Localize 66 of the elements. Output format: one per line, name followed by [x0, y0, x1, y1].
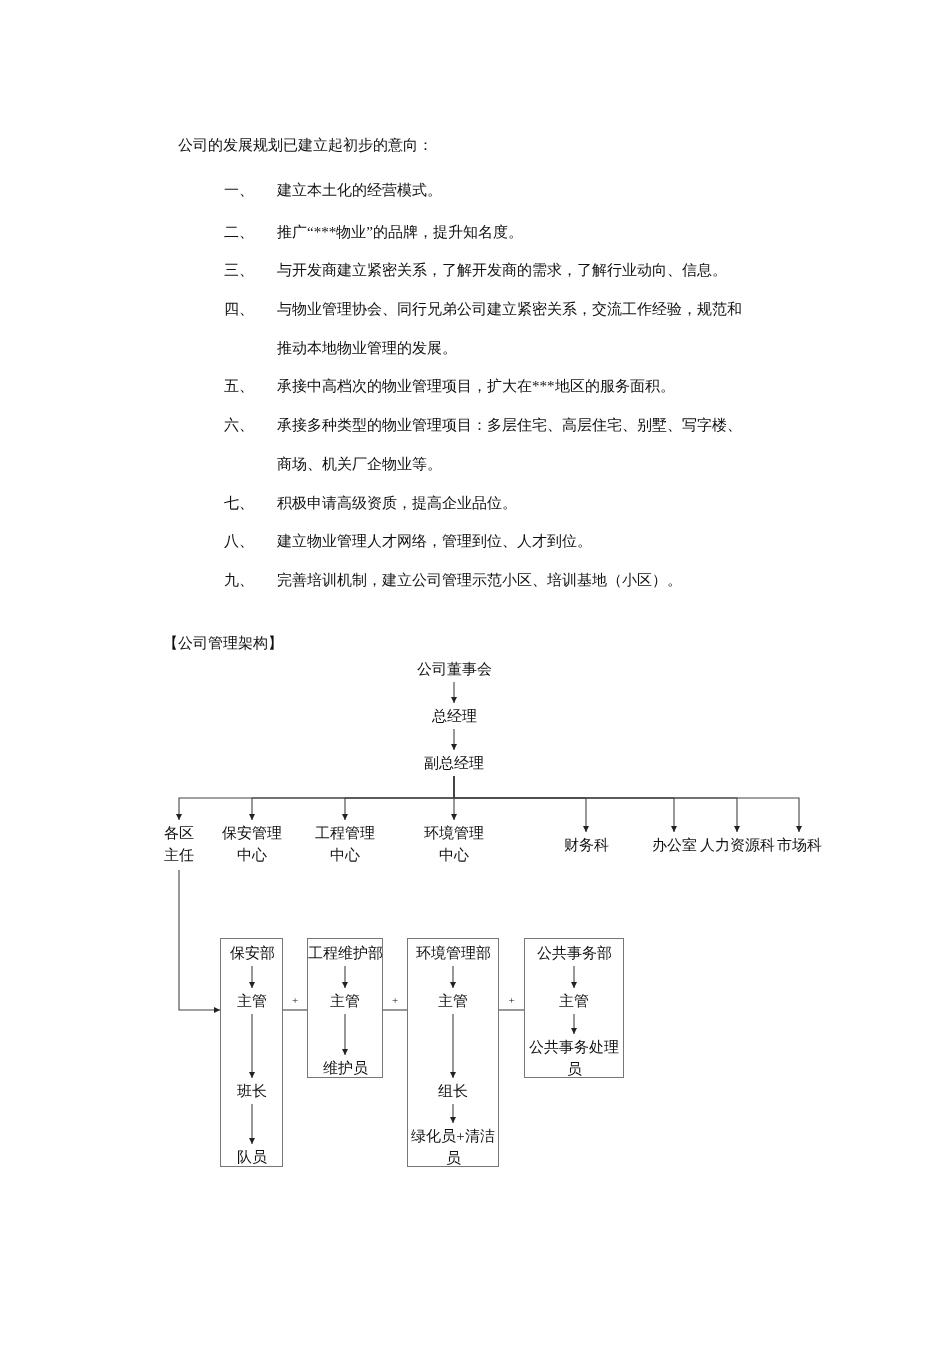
position-label: 绿化员+清洁员 — [409, 1125, 497, 1169]
connector-arrow — [178, 869, 221, 1013]
position-label: 主管 — [330, 990, 360, 1012]
connector-arrow — [450, 1013, 456, 1079]
connector-arrow — [451, 681, 457, 704]
position-label: 班长 — [237, 1080, 267, 1102]
department-box — [220, 938, 283, 1167]
list-item-text: 推广“***物业”的品牌，提升知名度。 — [277, 223, 524, 242]
connector-arrow — [450, 965, 456, 989]
list-number: 一、 — [224, 181, 254, 200]
connector-arrow — [249, 1013, 255, 1079]
connector-arrow — [249, 1103, 255, 1145]
position-label: 工程维护部 — [307, 942, 383, 964]
position-label: 各区主任 — [162, 822, 196, 866]
position-label: 市场科 — [776, 834, 822, 856]
list-item-text: 与开发商建立紧密关系，了解开发商的需求，了解行业动向、信息。 — [277, 261, 728, 280]
position-label: 主管 — [237, 990, 267, 1012]
position-label: 主管 — [559, 990, 589, 1012]
position-label: 副总经理 — [424, 752, 484, 774]
department-box — [307, 938, 383, 1078]
connector-line — [498, 1009, 525, 1011]
connector-arrow — [342, 965, 348, 989]
connector-arrow — [453, 775, 802, 833]
position-label: 工程管理中心 — [313, 822, 377, 866]
position-label: 总经理 — [431, 705, 477, 727]
position-label: 保安部 — [229, 942, 275, 964]
connector-arrow — [451, 728, 457, 751]
chart-title: 【公司管理架构】 — [163, 634, 283, 653]
position-label: 环境管理部 — [415, 942, 491, 964]
position-label: 财务科 — [563, 834, 609, 856]
list-item-text: 承接中高档次的物业管理项目，扩大在***地区的服务面积。 — [277, 377, 676, 396]
position-label: 队员 — [237, 1146, 267, 1168]
intro-text: 公司的发展规划已建立起初步的意向： — [178, 136, 433, 155]
department-box — [407, 938, 499, 1167]
connector-line — [282, 1009, 308, 1011]
list-number: 四、 — [224, 300, 254, 319]
list-number: 五、 — [224, 377, 254, 396]
position-label: 环境管理中心 — [422, 822, 486, 866]
position-label: 人力资源科 — [699, 834, 775, 856]
connector-line — [382, 1009, 408, 1011]
position-label: 维护员 — [322, 1057, 368, 1079]
list-number: 三、 — [224, 261, 254, 280]
list-item-text: 建立物业管理人才网络，管理到位、人才到位。 — [277, 532, 593, 551]
connector-arrow — [571, 965, 577, 989]
connector-arrow — [450, 1103, 456, 1124]
position-label: 主管 — [438, 990, 468, 1012]
list-number: 九、 — [224, 571, 254, 590]
position-label: 公司董事会 — [416, 658, 492, 680]
list-number: 八、 — [224, 532, 254, 551]
list-number: 二、 — [224, 223, 254, 242]
position-label: 办公室 — [651, 834, 697, 856]
connector-arrow — [571, 1013, 577, 1035]
list-number: 七、 — [224, 494, 254, 513]
position-label: 公共事务处理员 — [526, 1036, 622, 1080]
position-label: 组长 — [438, 1080, 468, 1102]
list-item-text: 承接多种类型的物业管理项目：多层住宅、高层住宅、别墅、写字楼、商场、机关厂企物业等。 — [277, 416, 743, 474]
list-number: 六、 — [224, 416, 254, 435]
connector-arrow — [249, 965, 255, 989]
department-box — [524, 938, 624, 1078]
connector-arrow — [342, 1013, 348, 1056]
position-label: 公共事务部 — [536, 942, 612, 964]
list-item-text: 积极申请高级资质，提高企业品位。 — [277, 494, 518, 513]
list-item-text: 完善培训机制，建立公司管理示范小区、培训基地（小区）。 — [277, 571, 683, 590]
list-item-text: 建立本土化的经营模式。 — [277, 181, 443, 200]
list-item-text: 与物业管理协会、同行兄弟公司建立紧密关系，交流工作经验，规范和推动本地物业管理的发展。 — [277, 300, 743, 358]
position-label: 保安管理中心 — [220, 822, 284, 866]
